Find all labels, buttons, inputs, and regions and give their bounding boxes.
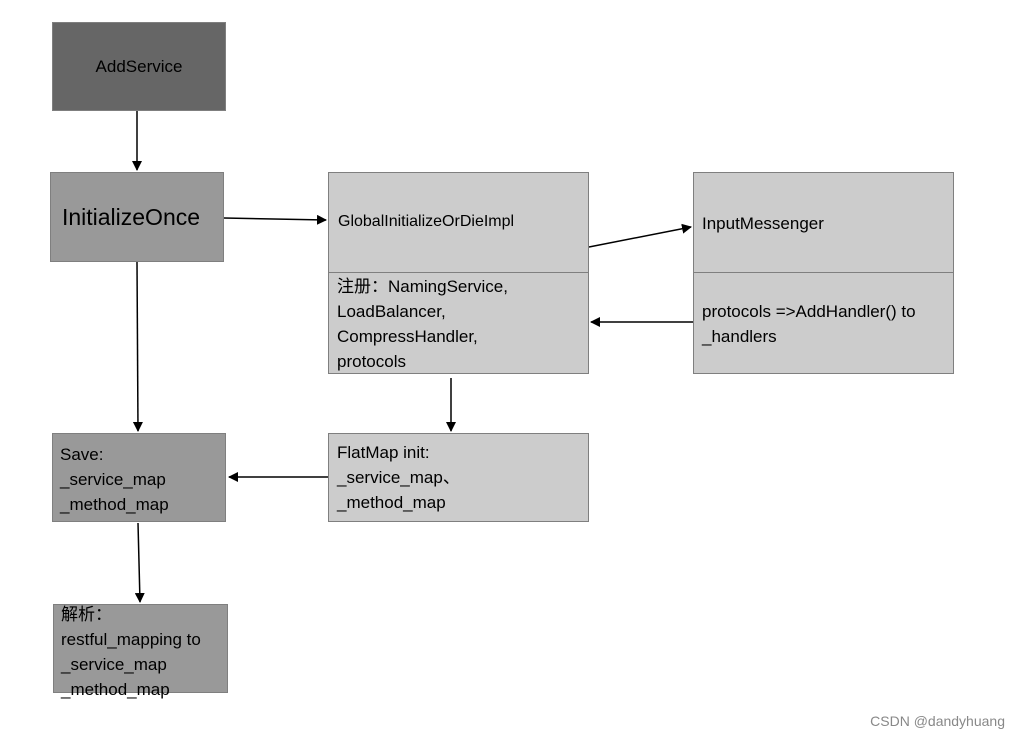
node-flatmap-init: FlatMap init: _service_map、 _method_map	[328, 433, 589, 522]
watermark: CSDN @dandyhuang	[870, 713, 1005, 729]
arrow-global-init-to-input-messenger	[588, 223, 692, 248]
node-flatmap-init-label: FlatMap init: _service_map、 _method_map	[337, 443, 460, 512]
node-input-messenger-body: protocols =>AddHandler() to _handlers	[702, 302, 916, 346]
node-input-messenger: InputMessenger protocols =>AddHandler() …	[693, 172, 954, 374]
arrow-initializeonce-to-global-init	[223, 214, 327, 225]
node-initialize-once: InitializeOnce	[50, 172, 224, 262]
node-save-label: Save: _service_map _method_map	[60, 445, 169, 514]
node-save: Save: _service_map _method_map	[52, 433, 226, 522]
node-add-service: AddService	[52, 22, 226, 111]
node-parse: 解析： restful_mapping to _service_map _met…	[53, 604, 228, 699]
node-global-initialize: GlobalInitializeOrDieImpl 注册：NamingServi…	[328, 172, 589, 374]
arrow-save-to-parse	[134, 522, 145, 603]
node-global-initialize-title: GlobalInitializeOrDieImpl	[338, 213, 515, 230]
node-initialize-once-label: InitializeOnce	[61, 203, 201, 230]
node-parse-label: 解析： restful_mapping to _service_map _met…	[61, 605, 201, 699]
node-add-service-label: AddService	[95, 57, 183, 76]
node-global-initialize-divider	[329, 272, 588, 273]
node-input-messenger-divider	[694, 272, 953, 273]
arrow-initializeonce-to-save	[132, 261, 143, 432]
node-input-messenger-title: InputMessenger	[702, 214, 824, 233]
node-global-initialize-body: 注册：NamingService, LoadBalancer, Compress…	[337, 277, 508, 371]
